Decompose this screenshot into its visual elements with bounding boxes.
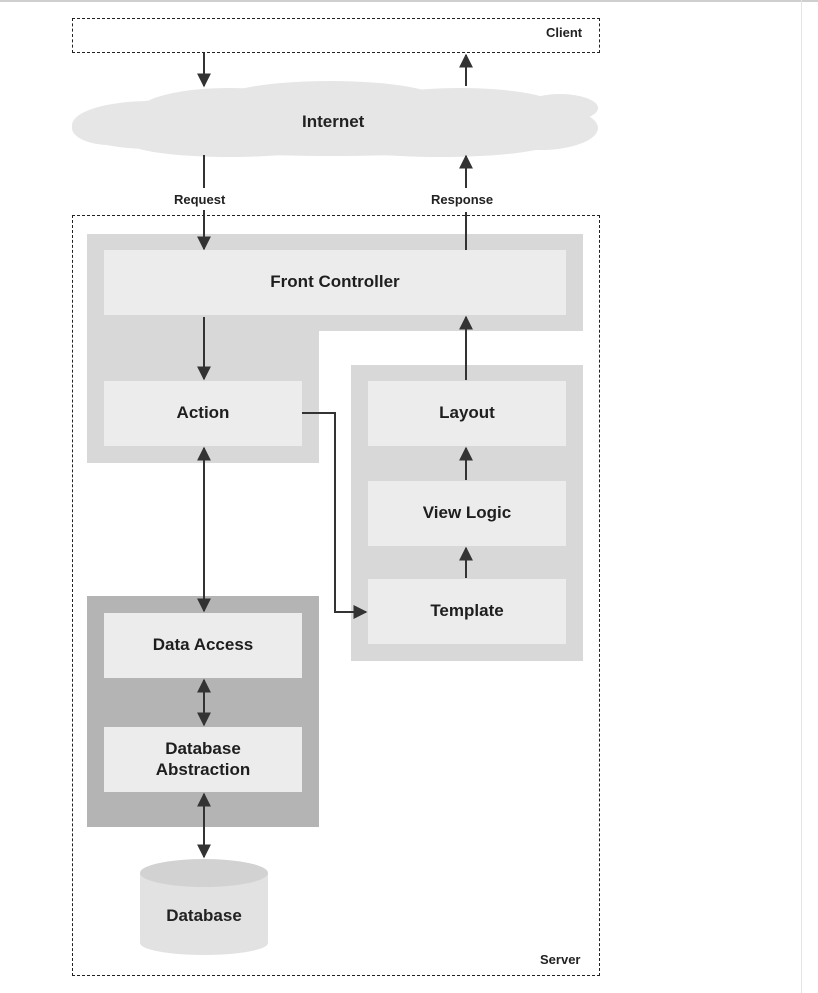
front-controller-box: Front Controller: [104, 250, 566, 315]
server-boundary: [72, 215, 600, 976]
layout-box: Layout: [368, 381, 566, 446]
client-label: Client: [546, 25, 583, 40]
database-abstraction-line1: Database: [165, 739, 241, 759]
internet-label: Internet: [302, 112, 365, 131]
server-label: Server: [540, 952, 581, 967]
action-to-template-arrow: [302, 412, 368, 619]
database-abstraction-line2: Abstraction: [155, 759, 251, 779]
view-logic-box: View Logic: [368, 481, 566, 546]
request-label: Request: [174, 192, 226, 207]
client-boundary: [72, 18, 600, 53]
action-box: Action: [104, 381, 302, 446]
top-border: [0, 0, 818, 2]
database-abstraction-box: Database Abstraction: [104, 727, 302, 792]
right-border: [801, 0, 802, 993]
data-access-box: Data Access: [104, 613, 302, 678]
response-label: Response: [431, 192, 494, 207]
template-box: Template: [368, 579, 566, 644]
database-label: Database: [166, 906, 242, 925]
